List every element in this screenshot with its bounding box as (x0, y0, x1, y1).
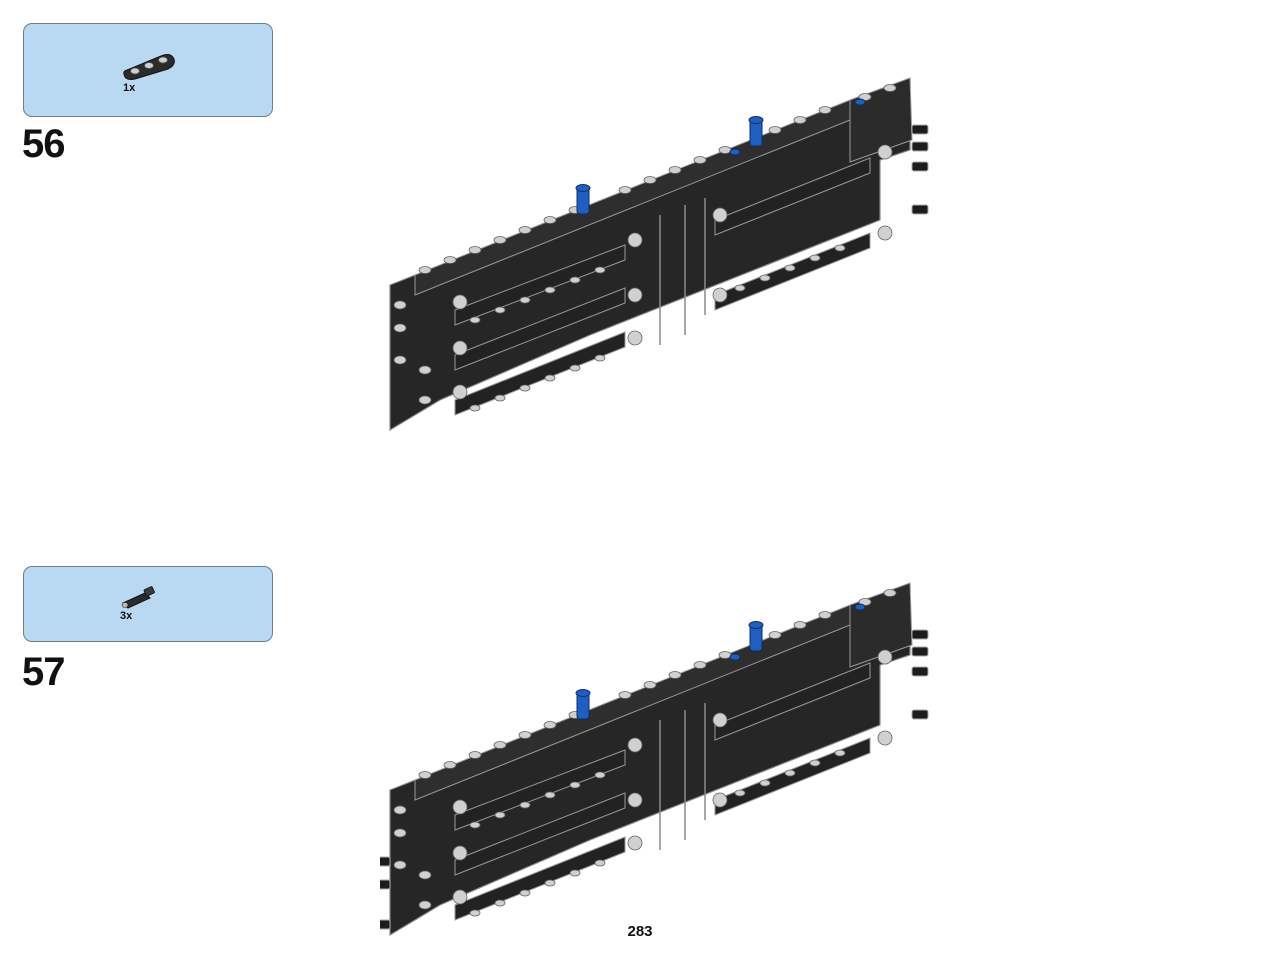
page-number: 283 (627, 923, 653, 940)
part-quantity: 1x (123, 82, 136, 94)
parts-callout-step-56: 1x (23, 23, 273, 117)
black-axle-pin-icon (121, 586, 155, 609)
part-quantity: 3x (120, 610, 133, 622)
assembly-model-step-56 (389, 77, 929, 432)
step-number: 56 (22, 122, 65, 166)
black-3-hole-liftarm-icon (123, 54, 175, 80)
assembly-model-step-57 (380, 582, 929, 936)
step-number: 57 (22, 650, 65, 694)
parts-callout-step-57: 3x (23, 566, 273, 642)
